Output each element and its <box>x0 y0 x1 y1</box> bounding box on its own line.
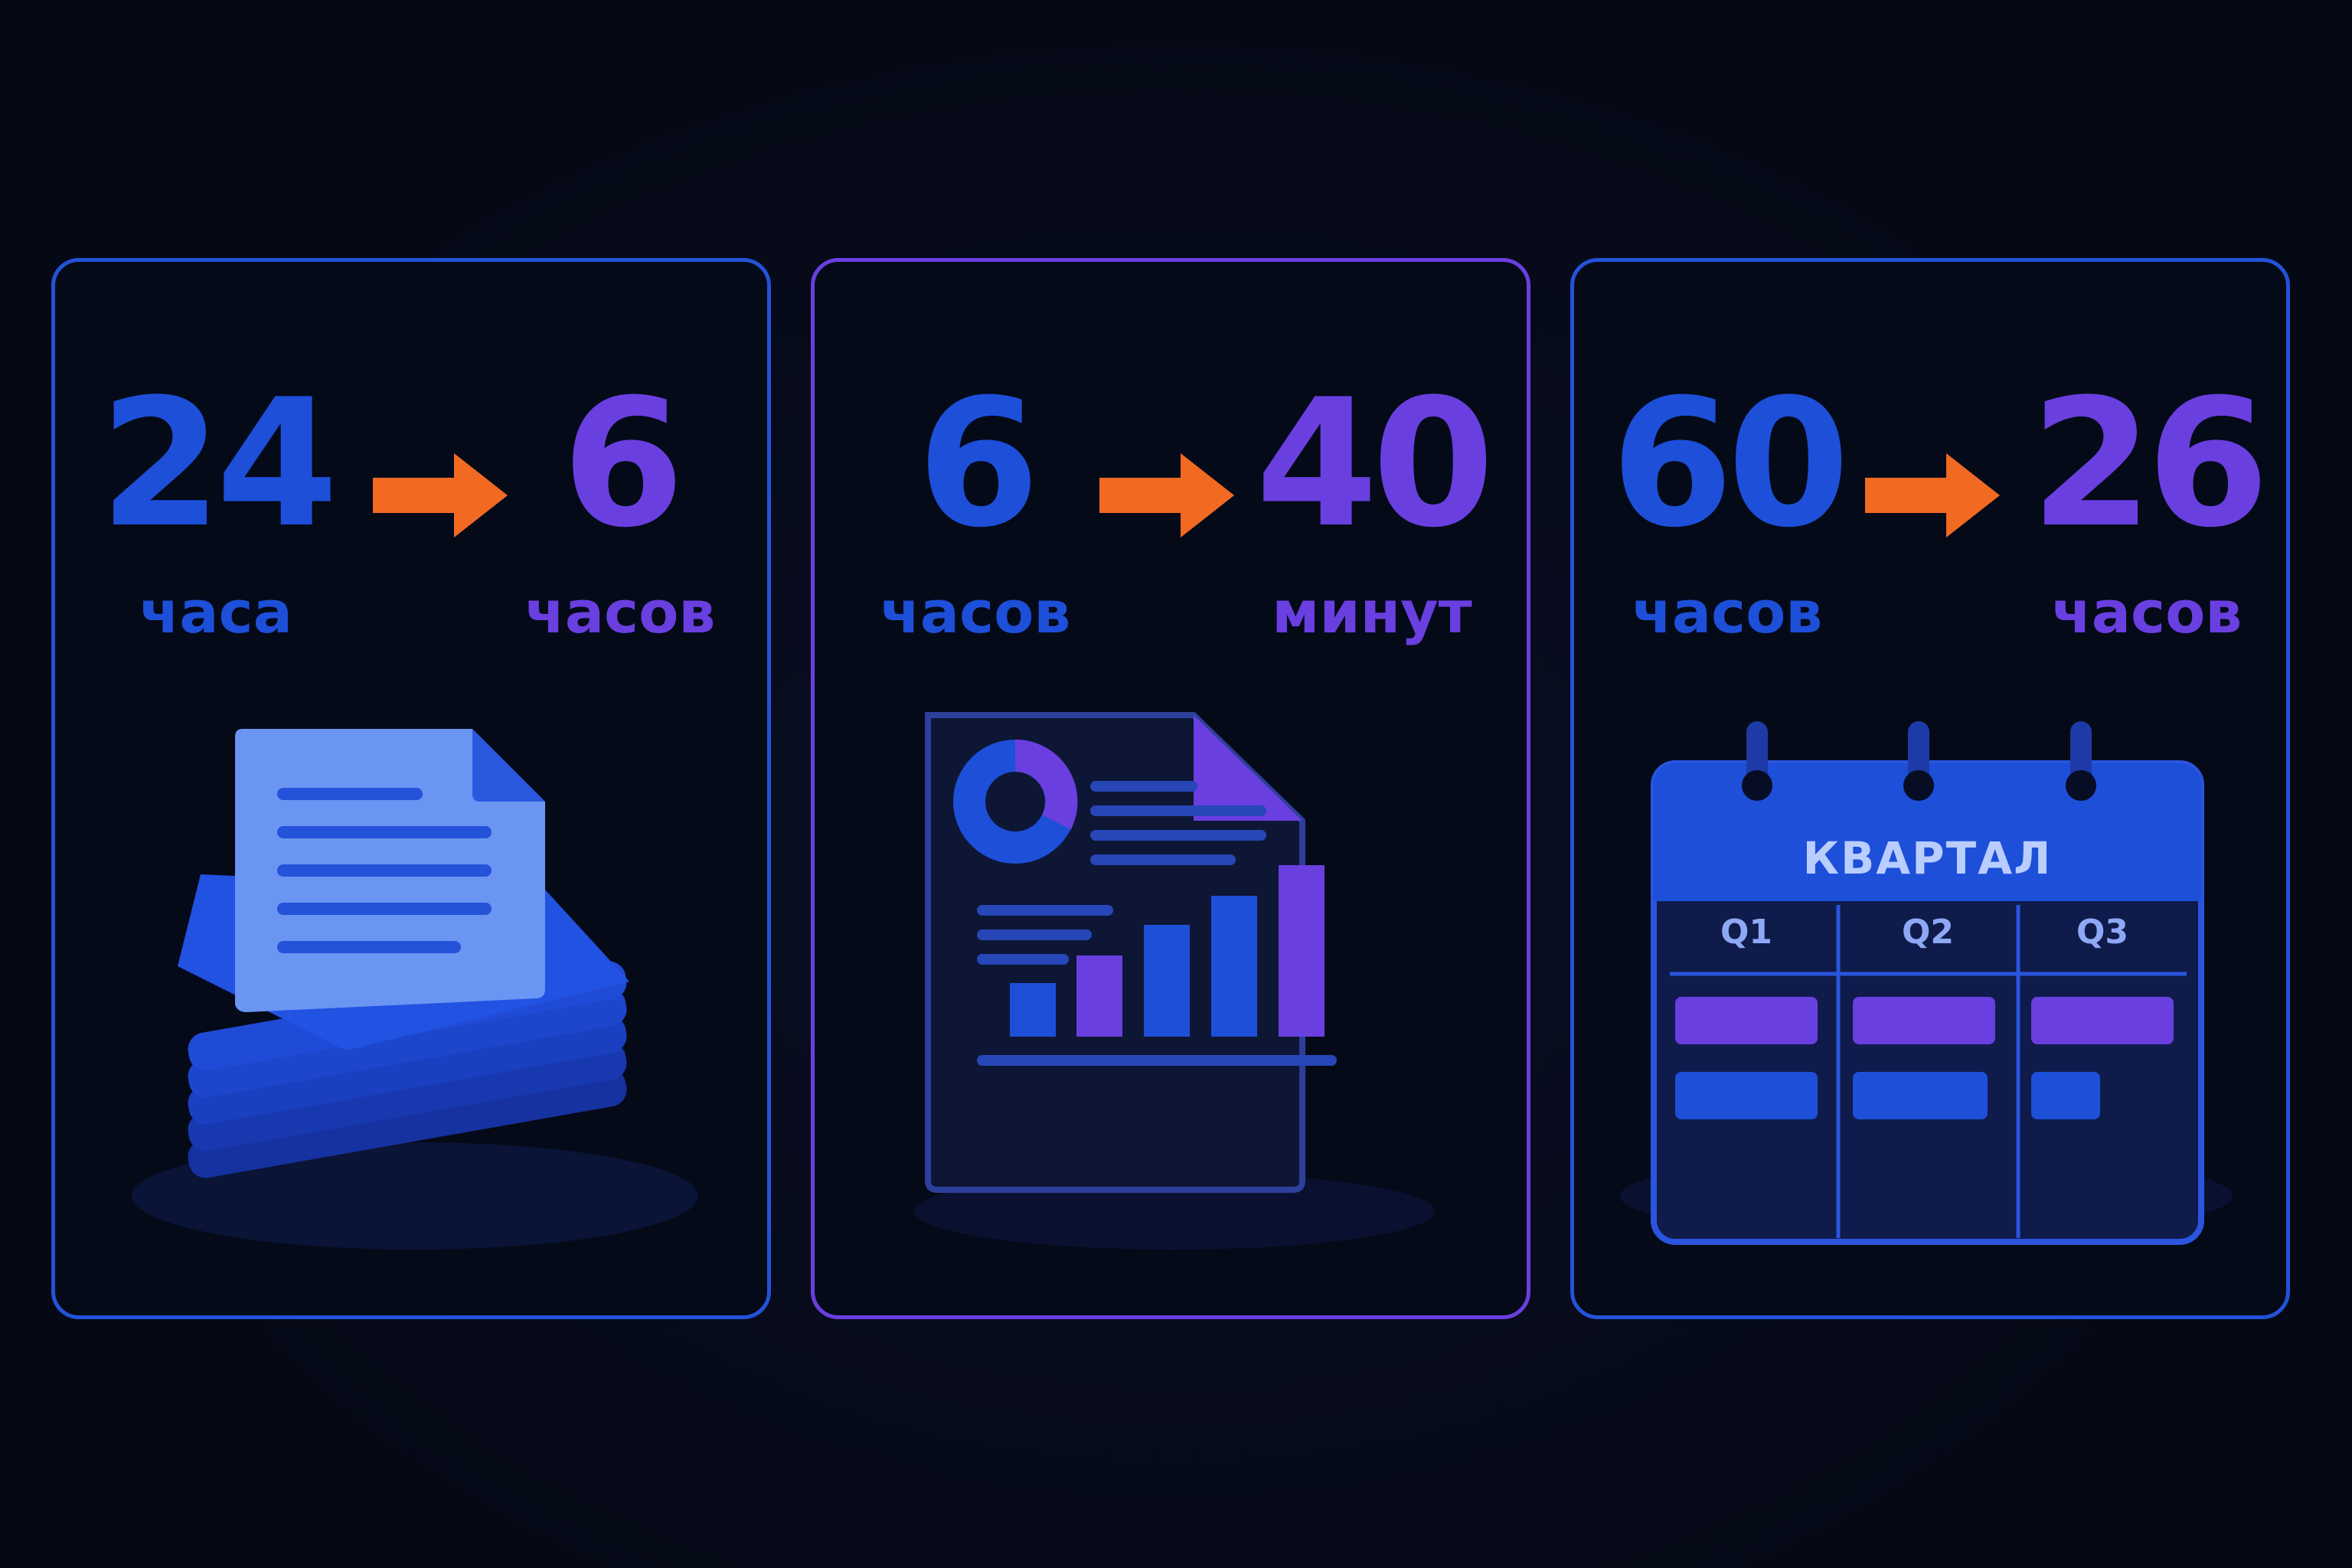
before-unit: часа <box>139 578 292 646</box>
after-unit: часов <box>524 578 716 646</box>
arrow-right-icon <box>1865 453 2000 537</box>
calendar-column-q3: Q3 <box>2076 913 2129 952</box>
before-value: 60 <box>1610 362 1850 567</box>
after-unit: минут <box>1272 578 1472 646</box>
arrow-right-icon <box>373 453 508 537</box>
card-report: 6 40 часов минут <box>811 258 1530 1319</box>
before-value: 24 <box>99 362 338 567</box>
after-value: 40 <box>1255 362 1494 567</box>
after-unit: часов <box>2051 578 2243 646</box>
calendar-icon <box>1620 721 2233 1245</box>
document-stack-icon <box>132 729 698 1250</box>
card-documents: 24 6 часа часов <box>51 258 771 1319</box>
card-quarter: 60 26 часов часов <box>1570 258 2290 1319</box>
before-unit: часов <box>1632 578 1823 646</box>
after-value: 6 <box>561 362 684 567</box>
before-value: 6 <box>916 362 1040 567</box>
before-unit: часов <box>880 578 1071 646</box>
calendar-title: КВАРТАЛ <box>1802 832 2053 884</box>
arrow-right-icon <box>1099 453 1234 537</box>
report-chart-icon <box>914 712 1435 1250</box>
after-value: 26 <box>2030 362 2269 567</box>
calendar-column-q1: Q1 <box>1720 913 1773 952</box>
calendar-column-q2: Q2 <box>1901 913 1955 952</box>
